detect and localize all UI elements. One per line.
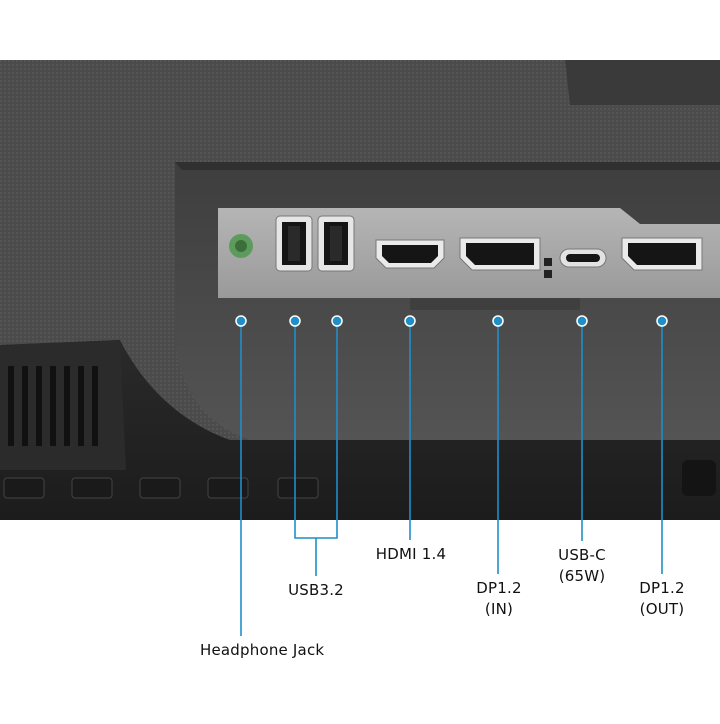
callout-lines [240,321,663,636]
label-usb-c: USB-C (65W) [547,545,617,587]
usb-port-1 [275,215,313,272]
label-usb: USB3.2 [276,580,356,601]
label-usb-c-line1: USB-C [558,546,606,564]
label-dp-out-line1: DP1.2 [639,579,685,597]
label-dp-in: DP1.2 (IN) [466,578,532,620]
dp-in-port [459,237,541,271]
hdmi-port [375,239,445,269]
usb-c-port [559,248,607,268]
label-dp-out-line2: (OUT) [639,600,685,618]
label-dp-out: DP1.2 (OUT) [627,578,697,620]
usb-port-2 [317,215,355,272]
label-dp-in-line1: DP1.2 [476,579,522,597]
vent-grille [8,366,98,446]
usb-c-icon [544,258,552,278]
label-usb-c-line2: (65W) [558,567,606,585]
label-headphone-jack: Headphone Jack [200,640,360,661]
label-headphone-jack-text: Headphone Jack [200,641,325,659]
label-hdmi-text: HDMI 1.4 [375,545,447,563]
label-hdmi: HDMI 1.4 [366,544,456,565]
headphone-jack-port [229,234,253,258]
control-buttons [3,460,716,499]
label-usb-text: USB3.2 [288,581,344,599]
dp-out-port [621,237,703,271]
label-dp-in-line2: (IN) [484,600,514,618]
callout-dots [235,315,668,327]
